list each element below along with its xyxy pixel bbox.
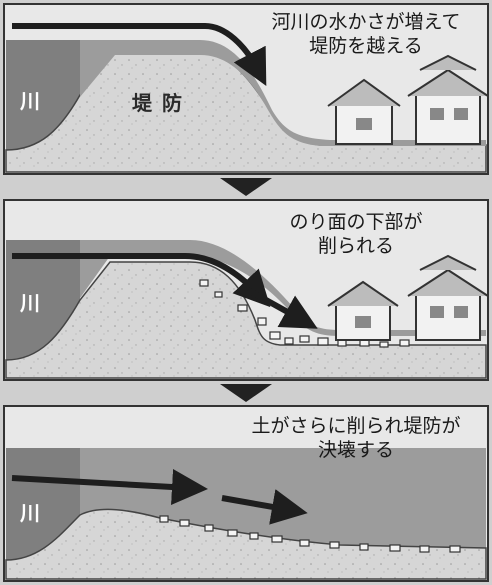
panel-1-caption-line-1: 河川の水かさが増えて (271, 11, 460, 33)
flow-arrow (12, 253, 271, 308)
river-label: 川 (19, 291, 40, 315)
panel-1: 河川の水かさが増えて 堤防を越える 川 堤防 (3, 3, 489, 175)
flow-arrow (12, 23, 267, 86)
embankment (5, 261, 487, 379)
rubble (159, 515, 461, 553)
panel-2-caption-line-1: のり面の下部が (289, 211, 422, 233)
panel-3-caption-line-1: 土がさらに削られ堤防が (251, 415, 460, 437)
step-arrow-icon (220, 178, 272, 196)
house-icon (327, 280, 399, 341)
rubble (199, 279, 410, 348)
flow-arrow (11, 469, 208, 505)
flow-arrow (246, 287, 318, 329)
river-label: 川 (19, 501, 40, 525)
panel-3: 土がさらに削られ堤防が 決壊する 川 (3, 405, 489, 582)
embankment-remains (5, 508, 487, 580)
step-arrow-icon (220, 384, 272, 402)
panel-2-caption-line-2: 削られる (318, 235, 394, 257)
house-icon (407, 254, 489, 341)
embankment-label: 堤防 (132, 91, 192, 115)
house-icon (327, 78, 401, 145)
flow-arrow (221, 489, 308, 525)
river-label: 川 (19, 89, 40, 113)
house-icon (407, 54, 489, 145)
panel-2: のり面の下部が 削られる 川 (3, 199, 489, 381)
panel-1-caption-line-2: 堤防を越える (309, 35, 422, 57)
panel-3-caption-line-2: 決壊する (318, 439, 394, 461)
